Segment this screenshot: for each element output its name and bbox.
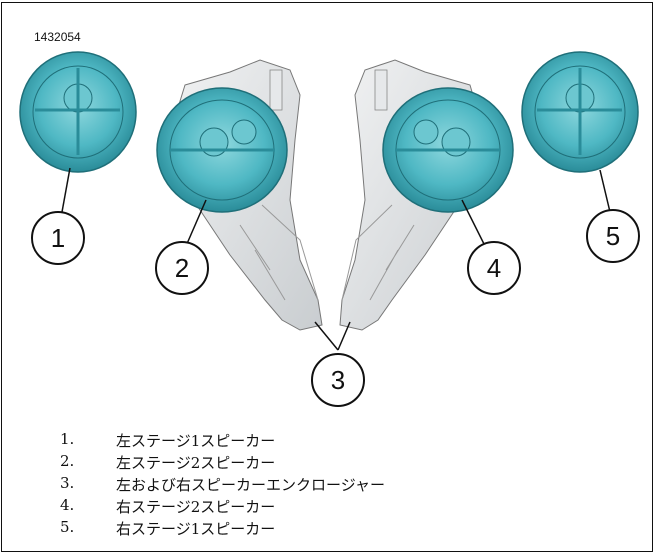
svg-text:5: 5 <box>606 221 620 251</box>
speaker-4-icon <box>382 87 514 213</box>
legend-label: 左ステージ1スピーカー <box>116 432 276 450</box>
legend-number: 2. <box>60 452 75 470</box>
svg-text:4: 4 <box>487 253 501 283</box>
legend-number: 3. <box>60 474 75 492</box>
legend-label: 左および右スピーカーエンクロージャー <box>116 476 385 494</box>
callout-5: 5 <box>586 209 640 263</box>
callout-3: 3 <box>311 353 365 407</box>
legend-number: 1. <box>60 430 75 448</box>
figure-id: 1432054 <box>34 30 81 44</box>
legend-label: 右ステージ2スピーカー <box>116 498 276 516</box>
speaker-5-icon <box>521 51 639 173</box>
svg-text:2: 2 <box>175 253 189 283</box>
speaker-1-icon <box>19 51 137 173</box>
legend-label: 右ステージ1スピーカー <box>116 520 276 538</box>
leader-lines <box>61 167 611 351</box>
callout-2: 2 <box>155 241 209 295</box>
callout-4: 4 <box>467 241 521 295</box>
callout-1: 1 <box>31 211 85 265</box>
svg-text:3: 3 <box>331 365 345 395</box>
svg-text:1: 1 <box>51 223 65 253</box>
legend-label: 左ステージ2スピーカー <box>116 454 276 472</box>
legend-number: 4. <box>60 496 75 514</box>
speaker-2-icon <box>156 87 288 213</box>
legend-number: 5. <box>60 518 75 536</box>
